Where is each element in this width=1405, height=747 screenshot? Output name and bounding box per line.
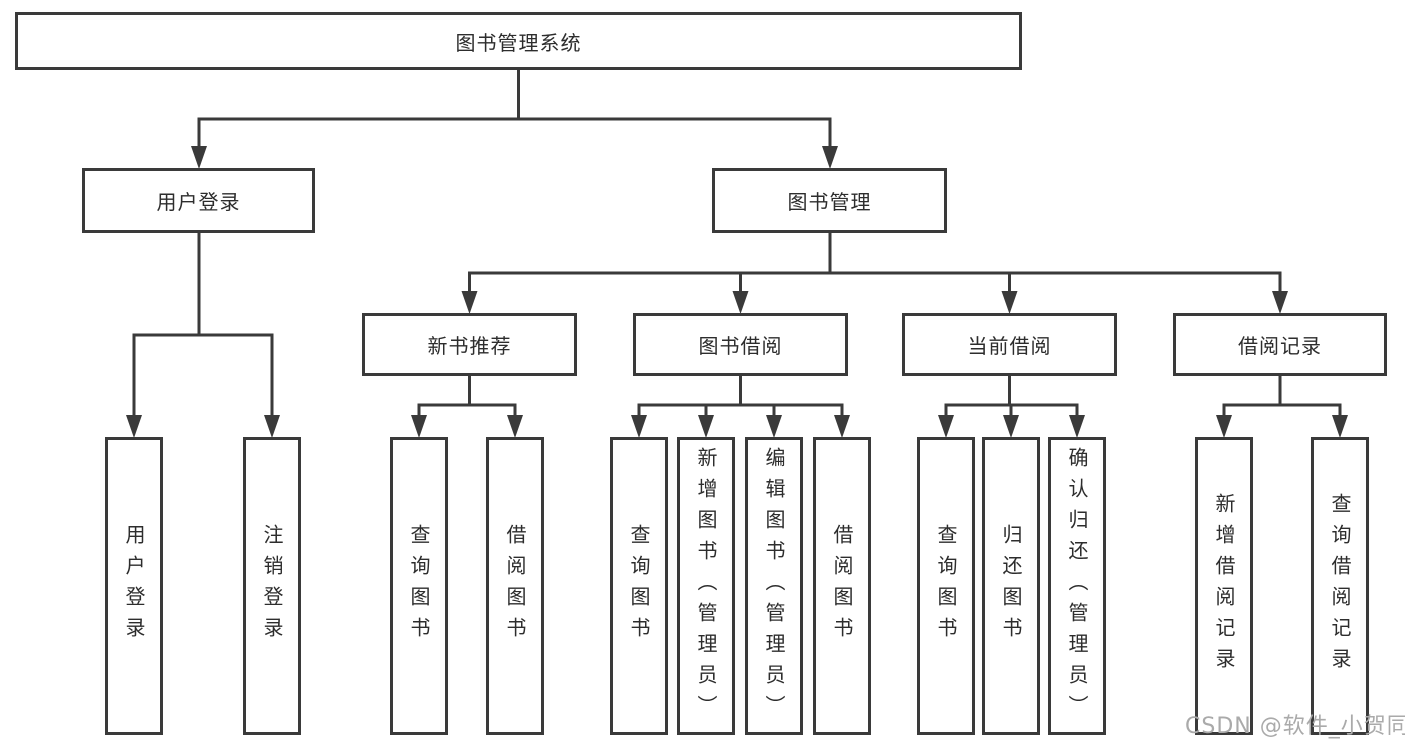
node-book-borrowing: 图书借阅	[633, 313, 848, 376]
node-current-borrowing: 当前借阅	[902, 313, 1117, 376]
leaf-label: 新增借阅记录	[1212, 493, 1236, 679]
leaf-logout: 注销登录	[243, 437, 301, 735]
leaf-label: 新增图书（管理员）	[694, 446, 718, 726]
node-new-book-recommendation: 新书推荐	[362, 313, 577, 376]
leaf-query-book-recommend: 查询图书	[390, 437, 448, 735]
node-label: 当前借阅	[967, 334, 1052, 358]
node-library-management-system: 图书管理系统	[15, 12, 1022, 70]
node-label: 用户登录	[156, 190, 241, 214]
leaf-label: 归还图书	[999, 524, 1023, 648]
leaf-add-book-admin: 新增图书（管理员）	[677, 437, 735, 735]
leaf-add-borrow-record: 新增借阅记录	[1195, 437, 1253, 735]
leaf-label: 注销登录	[260, 524, 284, 648]
node-label: 借阅记录	[1238, 334, 1322, 358]
node-label: 图书管理系统	[455, 30, 582, 55]
leaf-query-book-current: 查询图书	[917, 437, 975, 735]
node-book-management: 图书管理	[712, 168, 947, 233]
leaf-query-book-borrow: 查询图书	[610, 437, 668, 735]
leaf-label: 借阅图书	[830, 524, 854, 648]
leaf-user-login: 用户登录	[105, 437, 163, 735]
leaf-label: 查询图书	[627, 524, 651, 648]
leaf-label: 查询借阅记录	[1328, 493, 1352, 679]
csdn-watermark: CSDN @软件_小贺同学	[1185, 714, 1405, 739]
leaf-label: 编辑图书（管理员）	[762, 446, 786, 726]
leaf-label: 借阅图书	[503, 524, 527, 648]
node-user-login: 用户登录	[82, 168, 315, 233]
leaf-query-borrow-record: 查询借阅记录	[1311, 437, 1369, 735]
leaf-label: 用户登录	[122, 524, 146, 648]
node-borrowing-records: 借阅记录	[1173, 313, 1387, 376]
node-label: 新书推荐	[427, 334, 512, 358]
leaf-edit-book-admin: 编辑图书（管理员）	[745, 437, 803, 735]
leaf-label: 查询图书	[934, 524, 958, 648]
leaf-return-book: 归还图书	[982, 437, 1040, 735]
leaf-label: 确认归还（管理员）	[1065, 446, 1089, 726]
leaf-borrow-book: 借阅图书	[813, 437, 871, 735]
node-label: 图书借阅	[698, 334, 783, 358]
leaf-label: 查询图书	[407, 524, 431, 648]
leaf-borrow-book-recommend: 借阅图书	[486, 437, 544, 735]
leaf-confirm-return-admin: 确认归还（管理员）	[1048, 437, 1106, 735]
node-label: 图书管理	[787, 190, 872, 214]
